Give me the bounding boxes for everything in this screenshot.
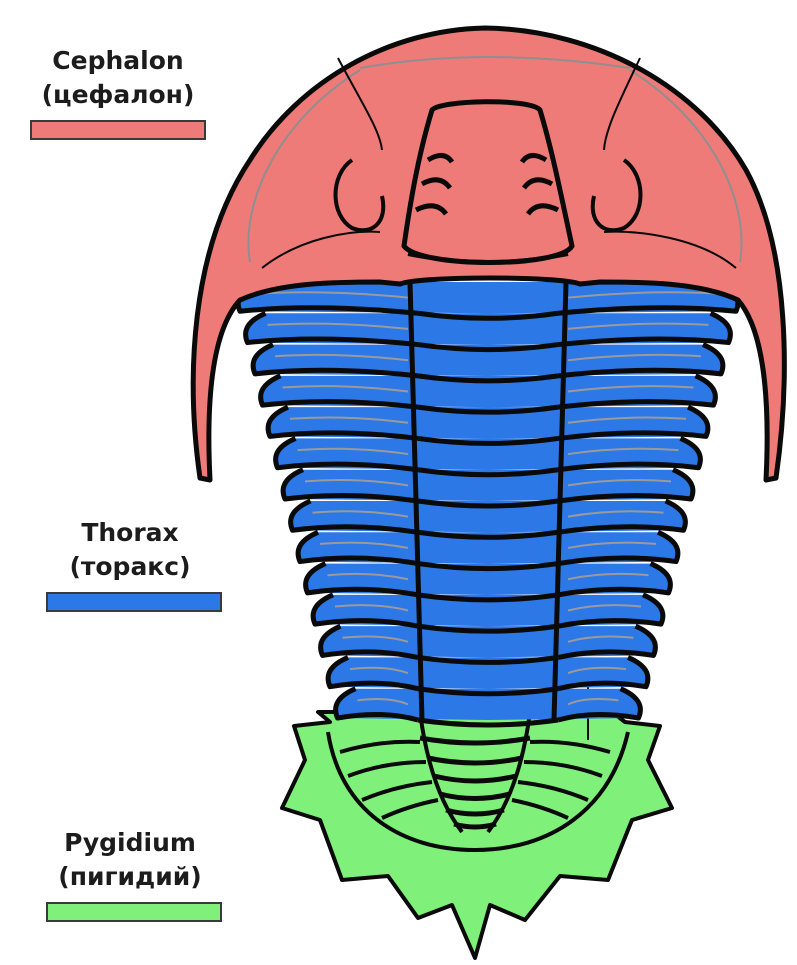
thorax bbox=[238, 282, 738, 725]
pygidium-shape bbox=[282, 712, 672, 958]
